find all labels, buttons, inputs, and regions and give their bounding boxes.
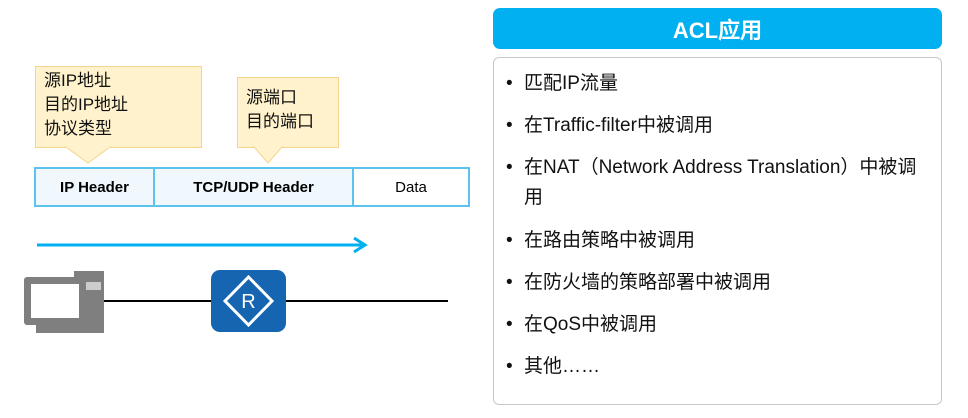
svg-text:R: R — [241, 291, 255, 313]
data-cell: Data — [352, 167, 470, 207]
callout-line: 源IP地址 — [44, 71, 112, 90]
list-item: 在Traffic-filter中被调用 — [506, 111, 924, 141]
pc-icon — [24, 271, 104, 333]
list-item: 在NAT（Network Address Translation）中被调用 — [506, 153, 924, 213]
callout-line: 目的IP地址 — [44, 95, 129, 114]
callout-line: 目的端口 — [246, 112, 314, 131]
direction-arrow — [37, 236, 368, 254]
list-item: 在路由策略中被调用 — [506, 226, 924, 256]
ip-header-cell: IP Header — [34, 167, 155, 207]
list-item: 在防火墙的策略部署中被调用 — [506, 268, 924, 298]
tcp-header-callout: 源端口 目的端口 — [237, 77, 339, 148]
list-item: 其他…… — [506, 352, 924, 382]
tcp-udp-header-cell: TCP/UDP Header — [153, 167, 354, 207]
acl-usage-list: 匹配IP流量 在Traffic-filter中被调用 在NAT（Network … — [493, 57, 942, 405]
callout-tail — [64, 146, 112, 164]
callout-line: 源端口 — [246, 88, 297, 107]
callout-line: 协议类型 — [44, 119, 112, 138]
list-item: 在QoS中被调用 — [506, 310, 924, 340]
ip-header-callout: 源IP地址 目的IP地址 协议类型 — [35, 66, 202, 148]
callout-tail — [252, 146, 284, 164]
list-item: 匹配IP流量 — [506, 69, 924, 99]
panel-title: ACL应用 — [493, 8, 942, 49]
network-topology: R — [24, 270, 448, 333]
router-icon: R — [211, 270, 286, 332]
